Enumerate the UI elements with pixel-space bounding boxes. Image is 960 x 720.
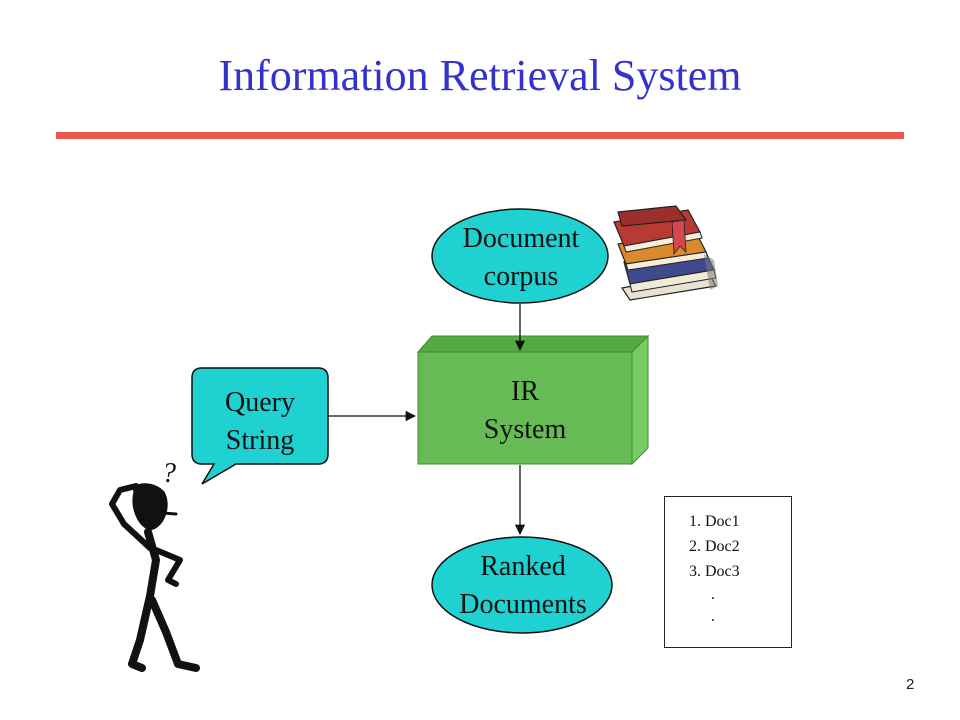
thinking-person-icon [109, 483, 200, 672]
query-string-label-line1: Query [225, 387, 295, 418]
document-corpus-label-line1: Document [462, 223, 580, 254]
document-corpus-node [431, 208, 609, 304]
ranked-documents-label-line1: Ranked [480, 551, 566, 582]
title-underline [56, 132, 904, 139]
page-number: 2 [906, 676, 915, 693]
list-continuation-dot: . [711, 586, 715, 603]
ranked-documents-label: Ranked Documents [432, 548, 614, 624]
question-mark: ? [162, 458, 176, 489]
query-string-label: Query String [192, 384, 328, 460]
list-item: 2. Doc2 [689, 538, 740, 555]
list-continuation-dot: . [711, 608, 715, 625]
document-corpus-label: Document corpus [432, 220, 610, 296]
ir-system-label-line2: System [483, 414, 567, 445]
books-icon [613, 205, 718, 301]
ir-system-label: IR System [420, 373, 630, 449]
query-string-label-line2: String [225, 425, 295, 456]
list-item: 3. Doc3 [689, 563, 740, 580]
ranked-documents-node [431, 536, 613, 634]
ir-system-node [416, 334, 650, 466]
ranked-list-box: 1. Doc1 2. Doc2 3. Doc3 . . [664, 496, 792, 648]
ranked-documents-label-line2: Documents [459, 589, 587, 620]
document-corpus-label-line2: corpus [483, 261, 559, 292]
list-item: 1. Doc1 [689, 513, 740, 530]
page-title: Information Retrieval System [218, 51, 742, 100]
ir-system-label-line1: IR [511, 376, 539, 407]
ranked-list: 1. Doc1 2. Doc2 3. Doc3 [689, 509, 791, 584]
query-string-callout [191, 367, 329, 485]
